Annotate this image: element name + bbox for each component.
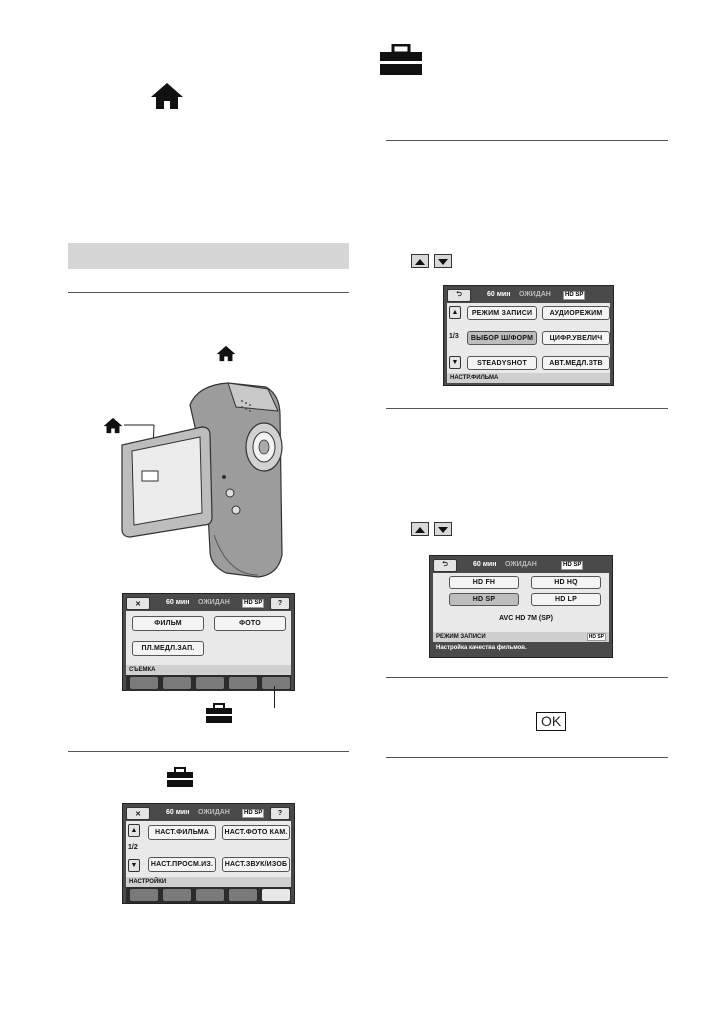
tab-manage[interactable] (229, 889, 257, 901)
menu-button-sound-settings[interactable]: НАСТ.ЗВУК/ИЗОБ (222, 857, 290, 872)
divider (68, 751, 349, 752)
rec-mode-badge: HD SP (242, 599, 265, 608)
standby-status: ОЖИДАН (198, 809, 230, 816)
rec-mode-badge: HD SP (561, 561, 584, 570)
remaining-time: 60 мин (166, 599, 190, 606)
close-button[interactable]: ✕ (126, 807, 150, 820)
menu-button-audio-mode[interactable]: АУДИОРЕЖИМ (542, 306, 610, 320)
settings-menu-screen: ✕ 60 мин ОЖИДАН HD SP ? ▲ 1/2 ▼ НАСТ.ФИЛ… (122, 803, 295, 904)
menu-button-steadyshot[interactable]: STEADYSHOT (467, 356, 537, 370)
category-tabs (126, 887, 291, 903)
divider (386, 677, 668, 678)
rec-mode-badge: HD SP (242, 809, 265, 818)
back-button[interactable]: ⮌ (447, 289, 471, 302)
camcorder-illustration (121, 382, 283, 578)
home-icon (103, 417, 123, 434)
remaining-time: 60 мин (487, 291, 511, 298)
option-hd-lp[interactable]: HD LP (531, 593, 601, 606)
menu-button-rec-mode[interactable]: РЕЖИМ ЗАПИСИ (467, 306, 537, 320)
menu-area: ФИЛЬМ ФОТО ПЛ.МЕДЛ.ЗАП. (126, 611, 291, 665)
category-tabs (126, 675, 291, 691)
remaining-time: 60 мин (166, 809, 190, 816)
rec-mode-screen: ⮌ 60 мин ОЖИДАН HD SP HD FH HD HQ HD SP … (429, 555, 613, 658)
callout-line (274, 686, 275, 708)
toolbox-icon (206, 703, 232, 723)
page-indicator: 1/2 (128, 844, 138, 851)
scroll-up-button[interactable]: ▲ (449, 306, 461, 319)
tab-shooting[interactable] (130, 677, 158, 689)
bitrate-info: AVC HD 7M (SP) (499, 615, 553, 622)
tab-manage[interactable] (229, 677, 257, 689)
menu-button-view-settings[interactable]: НАСТ.ПРОСМ.ИЗ. (148, 857, 216, 872)
tab-shooting[interactable] (130, 889, 158, 901)
tab-settings[interactable] (262, 889, 290, 901)
up-arrow-button (411, 254, 429, 268)
ok-button-symbol: OK (536, 712, 567, 731)
down-arrow-button (434, 254, 452, 268)
rec-mode-badge: HD SP (563, 291, 586, 300)
tab-settings[interactable] (262, 677, 290, 689)
help-button[interactable]: ? (270, 597, 290, 610)
menu-button-auto-slow-shutter[interactable]: АВТ.МЕДЛ.ЗТВ (542, 356, 610, 370)
divider (386, 408, 668, 409)
up-arrow-button (411, 522, 429, 536)
standby-status: ОЖИДАН (505, 561, 537, 568)
divider (386, 757, 668, 758)
option-hd-sp[interactable]: HD SP (449, 593, 519, 606)
movie-settings-screen: ⮌ 60 мин ОЖИДАН HD SP ▲ 1/3 ▼ РЕЖИМ ЗАПИ… (443, 285, 614, 386)
divider (386, 140, 668, 141)
tab-view[interactable] (163, 889, 191, 901)
status-bar: ⮌ 60 мин ОЖИДАН HD SP (433, 559, 609, 573)
status-bar: ✕ 60 мин ОЖИДАН HD SP ? (126, 807, 291, 821)
category-label-text: РЕЖИМ ЗАПИСИ (436, 634, 486, 640)
menu-button-digital-zoom[interactable]: ЦИФР.УВЕЛИЧ (542, 331, 610, 345)
category-label: НАСТР.ФИЛЬМА (447, 373, 610, 383)
menu-area: HD FH HD HQ HD SP HD LP AVC HD 7M (SP) (433, 573, 609, 632)
option-hd-fh[interactable]: HD FH (449, 576, 519, 589)
status-bar: ⮌ 60 мин ОЖИДАН HD SP (447, 289, 610, 303)
menu-area: ▲ 1/3 ▼ РЕЖИМ ЗАПИСИ АУДИОРЕЖИМ ВЫБОР Ш/… (447, 303, 610, 373)
rec-mode-badge-small: HD SP (586, 633, 606, 641)
standby-status: ОЖИДАН (519, 291, 551, 298)
menu-button-movie[interactable]: ФИЛЬМ (132, 616, 204, 631)
menu-button-photo-settings[interactable]: НАСТ.ФОТО КАМ. (222, 825, 290, 840)
home-icon (216, 345, 236, 362)
menu-button-smooth-slow-rec[interactable]: ПЛ.МЕДЛ.ЗАП. (132, 641, 204, 656)
scroll-down-button[interactable]: ▼ (128, 859, 140, 872)
back-button[interactable]: ⮌ (433, 559, 457, 572)
close-button[interactable]: ✕ (126, 597, 150, 610)
option-hd-hq[interactable]: HD HQ (531, 576, 601, 589)
remaining-time: 60 мин (473, 561, 497, 568)
tab-view[interactable] (163, 677, 191, 689)
menu-button-movie-settings[interactable]: НАСТ.ФИЛЬМА (148, 825, 216, 840)
status-bar: ✕ 60 мин ОЖИДАН HD SP ? (126, 597, 291, 611)
page-indicator: 1/3 (449, 333, 459, 340)
scroll-up-button[interactable]: ▲ (128, 824, 140, 837)
tab-other[interactable] (196, 889, 224, 901)
section-header-bar (68, 243, 349, 269)
help-button[interactable]: ? (270, 807, 290, 820)
menu-button-wide-select[interactable]: ВЫБОР Ш/ФОРМ (467, 331, 537, 345)
menu-area: ▲ 1/2 ▼ НАСТ.ФИЛЬМА НАСТ.ФОТО КАМ. НАСТ.… (126, 821, 291, 877)
home-icon (151, 83, 183, 109)
category-label: НАСТРОЙКИ (126, 877, 291, 887)
category-label: РЕЖИМ ЗАПИСИ HD SP (433, 632, 609, 642)
toolbox-icon (167, 767, 193, 787)
down-arrow-button (434, 522, 452, 536)
tab-other[interactable] (196, 677, 224, 689)
description-text: Настройка качества фильмов. (433, 642, 609, 654)
menu-button-photo[interactable]: ФОТО (214, 616, 286, 631)
divider (68, 292, 349, 293)
category-label: СЪЕМКА (126, 665, 291, 675)
home-menu-screen: ✕ 60 мин ОЖИДАН HD SP ? ФИЛЬМ ФОТО ПЛ.МЕ… (122, 593, 295, 691)
toolbox-icon-large (380, 44, 422, 75)
scroll-down-button[interactable]: ▼ (449, 356, 461, 369)
standby-status: ОЖИДАН (198, 599, 230, 606)
